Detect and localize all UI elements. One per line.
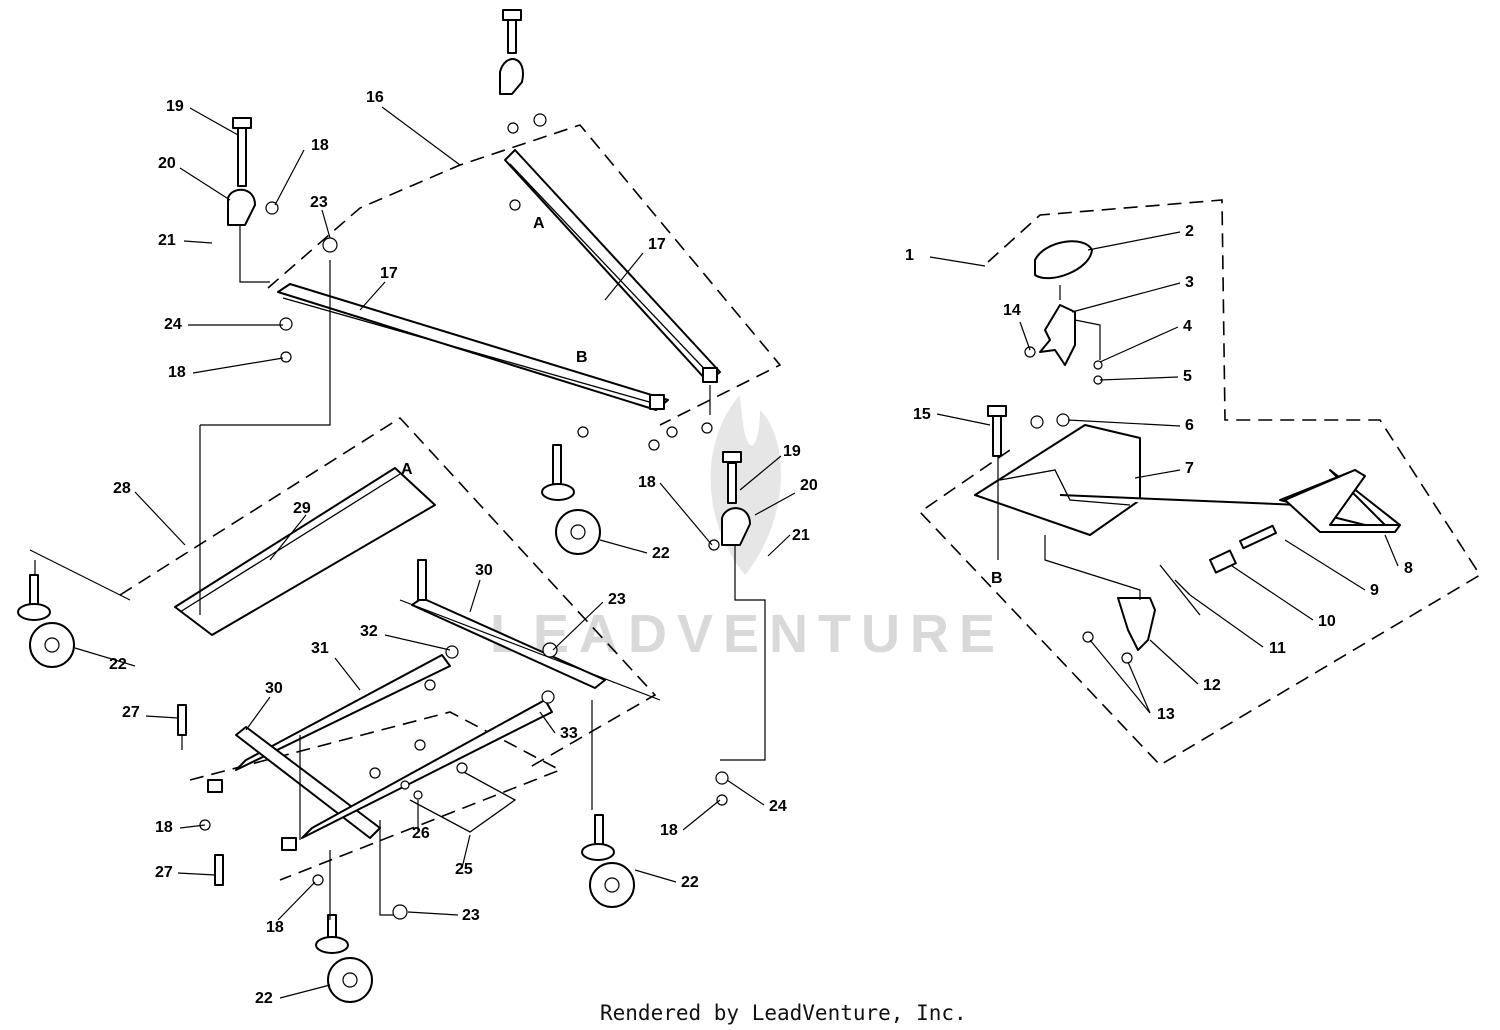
callout-3: 3 bbox=[1185, 274, 1194, 291]
callout-20-right: 20 bbox=[800, 477, 818, 494]
callout-8: 8 bbox=[1404, 560, 1413, 577]
callout-18-b: 18 bbox=[168, 364, 186, 381]
callout-19-left: 19 bbox=[166, 98, 184, 115]
callout-32: 32 bbox=[360, 623, 378, 640]
callout-12: 12 bbox=[1203, 677, 1221, 694]
caster-wheel-bottom-left bbox=[315, 914, 373, 1003]
lower-frame-outline-2 bbox=[189, 711, 562, 881]
callout-labels: 1 2 3 4 5 6 7 8 9 10 11 12 13 14 15 16 1… bbox=[109, 89, 1413, 1007]
callout-18-e: 18 bbox=[155, 819, 173, 836]
callout-23-b: 23 bbox=[608, 591, 626, 608]
callout-18-c: 18 bbox=[638, 474, 656, 491]
upper-frame-outline bbox=[267, 124, 782, 426]
seat-bolt bbox=[992, 415, 1002, 457]
callout-17-right: 17 bbox=[648, 236, 666, 253]
side-bolt-right bbox=[727, 462, 737, 504]
handle bbox=[409, 769, 517, 833]
callout-leaders bbox=[74, 106, 1399, 999]
callout-14: 14 bbox=[1003, 302, 1021, 319]
callout-28: 28 bbox=[113, 480, 131, 497]
ref-mark-b-seat: B bbox=[991, 570, 1003, 587]
hardware bbox=[177, 113, 729, 920]
frame-tube-long bbox=[277, 283, 669, 411]
ref-mark-a-top: A bbox=[533, 215, 545, 232]
ref-mark-b-tube: B bbox=[576, 349, 588, 366]
callout-19-right: 19 bbox=[783, 443, 801, 460]
callout-24-a: 24 bbox=[164, 316, 182, 333]
seat-plate bbox=[974, 424, 1141, 536]
pivot-bracket bbox=[1117, 597, 1156, 651]
seat-assembly-outline bbox=[918, 199, 1482, 767]
watermark: LEADVENTURE bbox=[490, 604, 1005, 664]
callout-27-a: 27 bbox=[122, 704, 140, 721]
logo-badge bbox=[1034, 240, 1093, 280]
bushing bbox=[1208, 549, 1237, 574]
tube-end-cap bbox=[649, 394, 665, 410]
side-bolt-left-head bbox=[232, 117, 252, 129]
top-bolt-head bbox=[502, 9, 522, 21]
callout-15: 15 bbox=[913, 406, 931, 423]
cross-tube-31 bbox=[235, 654, 451, 771]
callout-27-b: 27 bbox=[155, 864, 173, 881]
seat-bolt-head bbox=[987, 405, 1007, 417]
callout-1: 1 bbox=[905, 247, 914, 264]
caster-wheel-left bbox=[17, 574, 75, 668]
callout-18-a: 18 bbox=[311, 137, 329, 154]
callout-21-left: 21 bbox=[158, 232, 176, 249]
seat-hardware bbox=[1024, 346, 1133, 664]
callout-24-b: 24 bbox=[769, 798, 787, 815]
side-bracket-left bbox=[227, 188, 256, 226]
callout-22-d: 22 bbox=[255, 990, 273, 1007]
frame-tube-right bbox=[504, 149, 721, 383]
callout-6: 6 bbox=[1185, 417, 1194, 434]
top-bolt bbox=[507, 17, 517, 54]
callout-30-a: 30 bbox=[475, 562, 493, 579]
callout-7: 7 bbox=[1185, 460, 1194, 477]
spring bbox=[1159, 564, 1201, 616]
base-plate bbox=[174, 467, 436, 636]
footer-credit: Rendered by LeadVenture, Inc. bbox=[600, 1001, 967, 1025]
side-bolt-left bbox=[237, 127, 247, 187]
callout-20-left: 20 bbox=[158, 155, 176, 172]
callout-23-a: 23 bbox=[310, 194, 328, 211]
pivot-bolt bbox=[1238, 524, 1278, 550]
callout-30-b: 30 bbox=[265, 680, 283, 697]
callout-13: 13 bbox=[1157, 706, 1175, 723]
callout-5: 5 bbox=[1183, 368, 1192, 385]
caster-wheel-top-right bbox=[541, 444, 601, 555]
ref-mark-a-plate: A bbox=[401, 461, 413, 478]
seat-latch-bracket bbox=[1039, 304, 1076, 366]
callout-4: 4 bbox=[1183, 318, 1192, 335]
callout-11: 11 bbox=[1269, 640, 1286, 657]
lower-frame-outline bbox=[119, 416, 657, 771]
callout-21-right: 21 bbox=[792, 527, 810, 544]
callout-22-c: 22 bbox=[681, 874, 699, 891]
tube-end-cap-2 bbox=[702, 367, 718, 383]
callout-16: 16 bbox=[366, 89, 384, 106]
callout-31: 31 bbox=[311, 640, 329, 657]
callout-23-c: 23 bbox=[462, 907, 480, 924]
top-mount-bracket bbox=[499, 58, 524, 95]
callout-22-b: 22 bbox=[109, 656, 127, 673]
callout-29: 29 bbox=[293, 500, 311, 517]
callout-10: 10 bbox=[1318, 613, 1336, 630]
callout-2: 2 bbox=[1185, 223, 1194, 240]
callout-22-a: 22 bbox=[652, 545, 670, 562]
callout-18-f: 18 bbox=[266, 919, 284, 936]
side-bracket-right bbox=[721, 507, 751, 546]
callout-18-d: 18 bbox=[660, 822, 678, 839]
side-bolt-right-head bbox=[722, 451, 742, 463]
callout-25: 25 bbox=[455, 861, 473, 878]
seat-strap-tail bbox=[1284, 469, 1401, 533]
cross-tube-30-lower bbox=[235, 726, 381, 839]
callout-9: 9 bbox=[1370, 582, 1379, 599]
callout-17-left: 17 bbox=[380, 265, 398, 282]
callout-33: 33 bbox=[560, 725, 578, 742]
callout-26: 26 bbox=[412, 825, 430, 842]
caster-wheel-bottom-right bbox=[581, 814, 635, 908]
